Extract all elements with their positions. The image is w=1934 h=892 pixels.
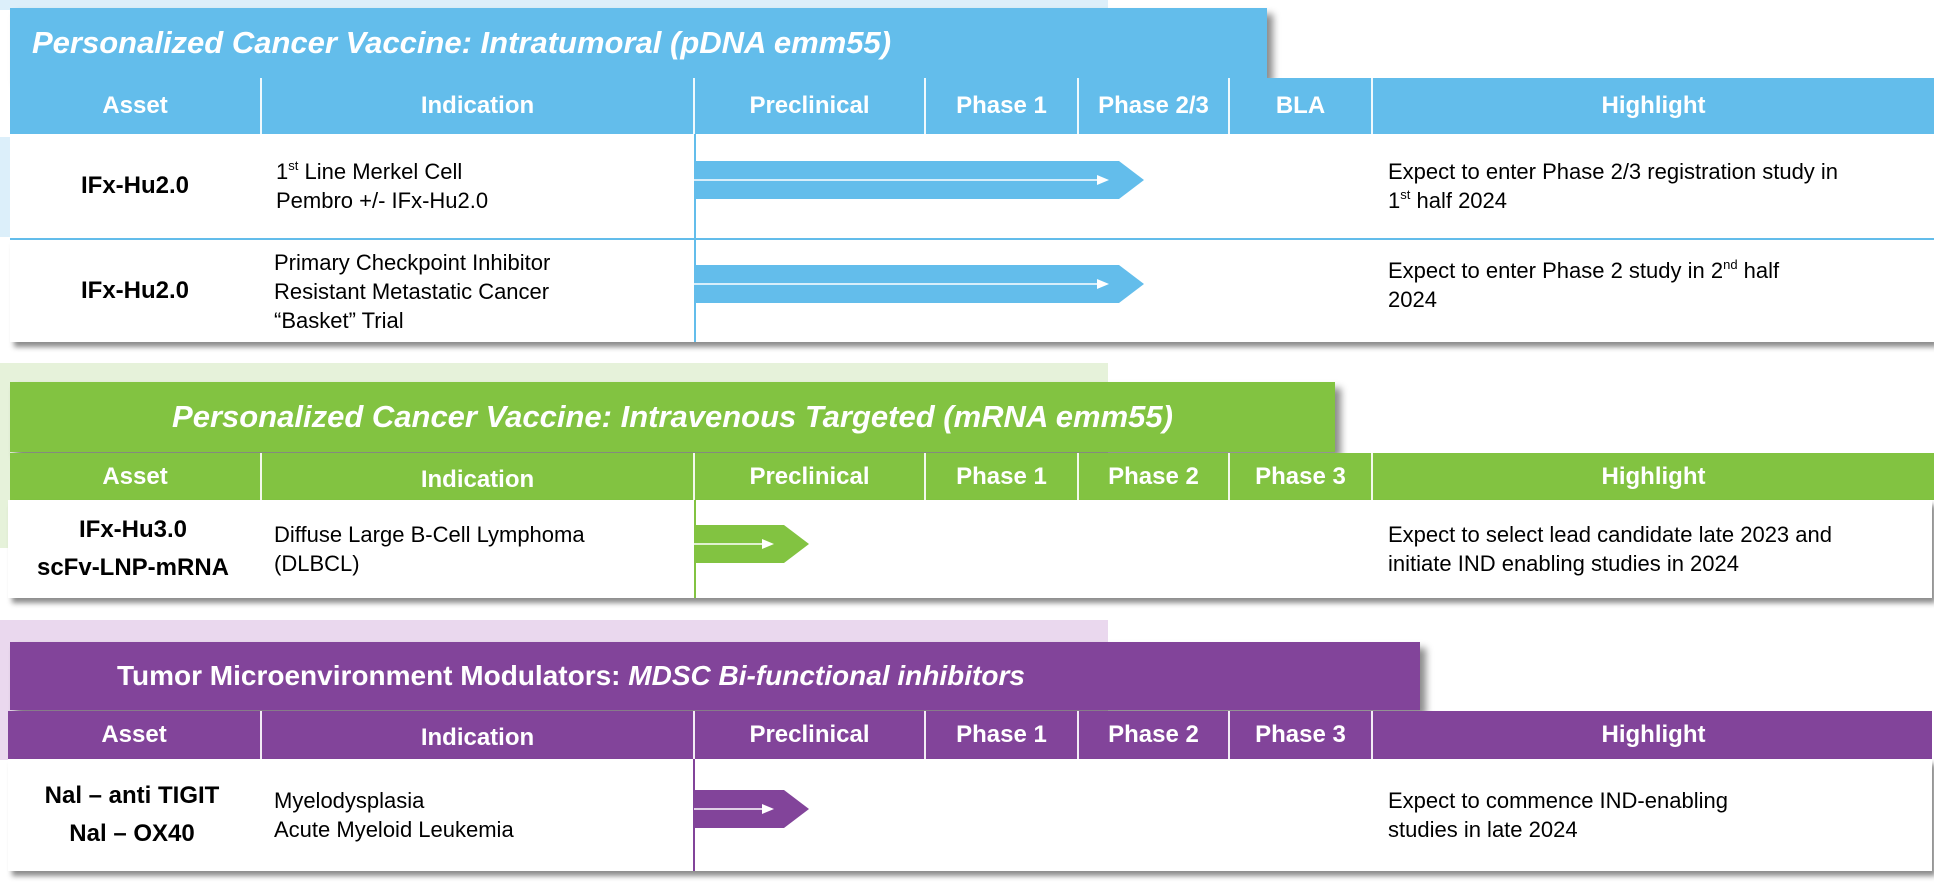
asset-cell: Nal – anti TIGIT Nal – OX40 [8, 759, 256, 871]
header-phase-3: Phase 3 [1228, 453, 1371, 500]
indication-text: 1 [276, 159, 289, 184]
indication-cell: 1st Line Merkel Cell Pembro +/- IFx-Hu2.… [276, 134, 488, 238]
pipeline-row: IFx-Hu2.0 1st Line Merkel Cell Pembro +/… [10, 134, 1934, 240]
asset-name: scFv-LNP-mRNA [36, 554, 230, 581]
header-highlight: Highlight [1371, 453, 1934, 500]
header-indication: Indication [260, 711, 693, 759]
highlight-line: 1st half 2024 [1388, 186, 1933, 215]
section-1-background-tint-lower [0, 137, 10, 237]
indication-cell: Diffuse Large B-Cell Lymphoma (DLBCL) [274, 500, 585, 598]
header-phase-2-3: Phase 2/3 [1077, 78, 1228, 134]
highlight-cell: Expect to select lead candidate late 202… [1388, 500, 1933, 598]
header-phase-3: Phase 3 [1228, 711, 1371, 759]
header-highlight: Highlight [1371, 711, 1934, 759]
highlight-cell: Expect to enter Phase 2/3 registration s… [1388, 134, 1933, 238]
section-3-title-italic: MDSC Bi-functional inhibitors [628, 660, 1025, 691]
highlight-cell: Expect to enter Phase 2 study in 2nd hal… [1388, 240, 1933, 342]
section-2-title-banner: Personalized Cancer Vaccine: Intravenous… [10, 382, 1335, 452]
progress-arrow-inner-head [762, 539, 774, 549]
highlight-cell: Expect to commence IND-enabling studies … [1388, 759, 1933, 871]
progress-arrow-inner-head [762, 804, 774, 814]
pipeline-row: IFx-Hu3.0 scFv-LNP-mRNA Diffuse Large B-… [8, 500, 1932, 598]
pipeline-row: Nal – anti TIGIT Nal – OX40 Myelodysplas… [8, 759, 1932, 871]
header-asset: Asset [102, 92, 168, 119]
asset-name: IFx-Hu2.0 [80, 277, 190, 304]
header-phase-1: Phase 1 [924, 711, 1077, 759]
indication-line: “Basket” Trial [274, 307, 404, 333]
highlight-text: half [1737, 258, 1780, 283]
asset-cell: IFx-Hu2.0 [10, 134, 260, 238]
section-1-header-row: Asset Indication Preclinical Phase 1 Pha… [10, 78, 1934, 134]
pipeline-row: IFx-Hu2.0 Primary Checkpoint Inhibitor R… [10, 240, 1934, 342]
section-2-header-row: Asset Indication Preclinical Phase 1 Pha… [10, 453, 1934, 500]
indication-cell: Primary Checkpoint Inhibitor Resistant M… [274, 240, 550, 342]
superscript: nd [1723, 257, 1738, 272]
superscript: st [288, 158, 299, 173]
header-highlight: Highlight [1371, 78, 1934, 134]
indication-line: 1st Line Merkel Cell [276, 157, 488, 186]
section-1-title: Personalized Cancer Vaccine: Intratumora… [32, 25, 892, 60]
header-phase-2: Phase 2 [1077, 711, 1228, 759]
section-1-background-tint [0, 0, 1108, 10]
asset-name: IFx-Hu3.0 [78, 516, 188, 543]
header-preclinical: Preclinical [693, 453, 924, 500]
asset-cell: IFx-Hu3.0 scFv-LNP-mRNA [8, 500, 258, 598]
section-1-title-banner: Personalized Cancer Vaccine: Intratumora… [10, 8, 1267, 78]
asset-name: IFx-Hu2.0 [80, 172, 190, 199]
indication-line: Primary Checkpoint Inhibitor [274, 249, 551, 275]
indication-line: Resistant Metastatic Cancer [274, 278, 550, 304]
indication-text: Line Merkel Cell [298, 159, 463, 184]
highlight-text: half 2024 [1410, 188, 1508, 213]
header-phase-2: Phase 2 [1077, 453, 1228, 500]
progress-arrow-inner-head [1097, 175, 1109, 185]
header-bla: BLA [1228, 78, 1371, 134]
section-2-title: Personalized Cancer Vaccine: Intravenous… [172, 399, 1173, 434]
indication-cell: Myelodysplasia Acute Myeloid Leukemia [274, 759, 514, 871]
header-phase-1: Phase 1 [924, 78, 1077, 134]
indication-line: (DLBCL) [274, 551, 360, 576]
header-preclinical: Preclinical [693, 711, 924, 759]
header-indication: Indication [260, 78, 693, 134]
highlight-line: Expect to enter Phase 2 study in 2nd hal… [1388, 256, 1933, 285]
header-asset: Asset [101, 721, 167, 748]
highlight-text: 1 [1388, 188, 1401, 213]
header-preclinical: Preclinical [693, 78, 924, 134]
section-3-title: Tumor Microenvironment Modulators: [117, 660, 629, 691]
asset-name: Nal – OX40 [69, 820, 195, 847]
asset-cell: IFx-Hu2.0 [10, 240, 260, 342]
highlight-line: 2024 [1388, 287, 1437, 312]
progress-arrow [694, 525, 809, 563]
highlight-line: Expect to select lead candidate late 202… [1388, 522, 1832, 547]
progress-arrow [694, 161, 1144, 199]
indication-line: Myelodysplasia [274, 788, 425, 813]
highlight-line: Expect to commence IND-enabling [1388, 788, 1728, 813]
asset-name: Nal – anti TIGIT [44, 782, 220, 809]
progress-arrow [694, 265, 1144, 303]
highlight-text: Expect to enter Phase 2 study in 2 [1388, 258, 1724, 283]
indication-line: Diffuse Large B-Cell Lymphoma [274, 522, 585, 547]
section-3-header-row: Asset Indication Preclinical Phase 1 Pha… [8, 711, 1932, 759]
highlight-line: initiate IND enabling studies in 2024 [1388, 551, 1740, 576]
highlight-line: studies in late 2024 [1388, 817, 1578, 842]
header-asset: Asset [102, 462, 168, 490]
superscript: st [1400, 187, 1411, 202]
progress-arrow-inner-head [1097, 279, 1109, 289]
indication-line: Pembro +/- IFx-Hu2.0 [276, 188, 489, 213]
indication-line: Acute Myeloid Leukemia [274, 817, 514, 842]
highlight-line: Expect to enter Phase 2/3 registration s… [1388, 159, 1839, 184]
progress-arrow [694, 790, 809, 828]
section-3-title-banner: Tumor Microenvironment Modulators: MDSC … [10, 642, 1420, 710]
header-indication: Indication [260, 453, 693, 500]
header-phase-1: Phase 1 [924, 453, 1077, 500]
